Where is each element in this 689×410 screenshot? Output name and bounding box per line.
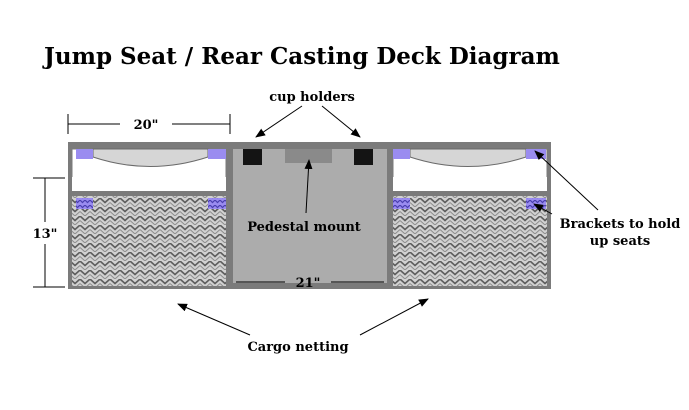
cargo-netting-arrow-right — [359, 298, 429, 336]
right-seat-section — [390, 148, 551, 289]
right-cargo-netting — [393, 196, 547, 286]
diagram-title: Jump Seat / Rear Casting Deck Diagram — [42, 43, 560, 70]
pedestal-mount-label: Pedestal mount — [247, 220, 361, 235]
cup-holders-arrow-right — [321, 105, 361, 138]
cup-holder-left — [243, 149, 262, 165]
right-net-bracket-left — [393, 198, 410, 209]
cup-holders-label: cup holders — [269, 90, 355, 105]
pedestal-mount-plate — [285, 149, 332, 163]
right-net-bracket-right — [526, 198, 546, 209]
center-pedestal-section — [230, 149, 390, 289]
left-net-bracket-right — [208, 198, 226, 209]
seat-width-label: 20" — [134, 118, 159, 133]
left-cargo-netting — [72, 196, 226, 286]
cup-holders-arrow-left — [255, 105, 303, 138]
brackets-arrow-lower — [533, 203, 553, 215]
left-seat-section — [68, 148, 230, 289]
brackets-arrow-upper — [534, 150, 599, 211]
left-net-bracket-left — [76, 198, 93, 209]
right-seat-bracket-top-left — [393, 149, 410, 159]
cup-holder-right — [354, 149, 373, 165]
right-seat-bracket-top-right — [526, 149, 546, 159]
dimension-seat-width: 20" — [67, 114, 231, 134]
center-width-label: 21" — [296, 276, 321, 291]
brackets-label-line-1: Brackets to hold — [560, 217, 681, 232]
cargo-netting-label: Cargo netting — [247, 340, 348, 355]
dimension-center-width: 21" — [236, 276, 384, 291]
cargo-netting-arrow-left — [177, 303, 251, 336]
left-seat-bracket-top-left — [76, 149, 93, 159]
left-seat-bracket-top-right — [208, 149, 226, 159]
dimension-seat-height: 13" — [33, 177, 65, 288]
pedestal-mount-arrow — [304, 159, 313, 214]
brackets-label-line-2: up seats — [590, 234, 650, 249]
top-deck-bar — [68, 142, 551, 149]
seat-height-label: 13" — [33, 227, 58, 242]
center-panel — [233, 149, 387, 283]
